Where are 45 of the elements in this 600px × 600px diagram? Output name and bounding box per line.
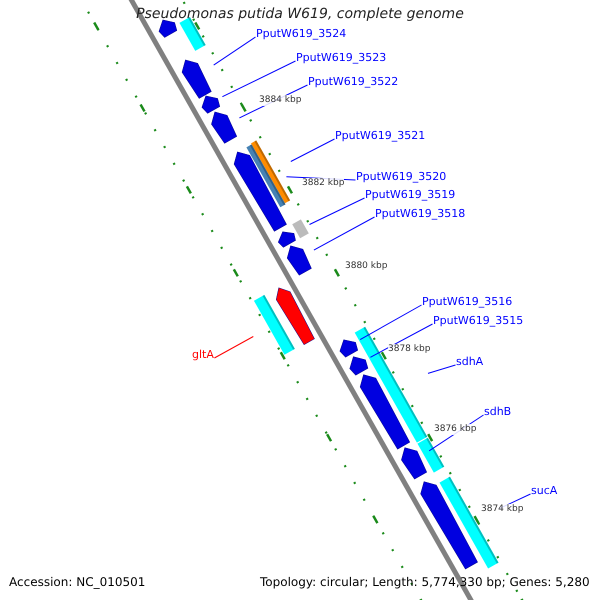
leader-line: [428, 364, 456, 374]
gene-label: PputW619_3520: [356, 170, 446, 183]
gene-block: [401, 447, 427, 480]
gene-label: PputW619_3521: [335, 129, 426, 142]
gene-label: sdhA: [456, 355, 484, 368]
gene-block: [158, 20, 178, 38]
gene-block: [278, 232, 296, 248]
gene-block: [276, 288, 315, 345]
position-label: 3882 kbp: [302, 178, 344, 189]
leader-line: [360, 304, 422, 340]
position-label: 3884 kbp: [259, 95, 302, 106]
gene-label: sucA: [531, 484, 558, 497]
leader-line: [370, 324, 433, 358]
gene-label: sdhB: [484, 405, 512, 418]
position-label: 3880 kbp: [345, 261, 388, 272]
genome-info-text: Topology: circular; Length: 5,774,330 bp; Genes: 5,280: [260, 575, 590, 589]
feature-bar: [417, 438, 444, 473]
leader-line: [222, 60, 296, 98]
gene-label: PputW619_3524: [256, 27, 346, 40]
leader-line: [214, 336, 254, 358]
gene-label: PputW619_3518: [375, 207, 466, 220]
gene-label: PputW619_3522: [308, 75, 398, 88]
gene-block: [340, 339, 358, 358]
gene-block: [350, 356, 368, 376]
leader-line: [290, 138, 335, 162]
position-label: 3878 kbp: [388, 344, 430, 355]
leader-line: [213, 36, 256, 66]
gene-block: [211, 112, 238, 144]
gene-block: [286, 246, 312, 276]
gene-label: PputW619_3523: [296, 51, 386, 64]
gene-block: [420, 481, 478, 570]
gene-label: PputW619_3519: [365, 188, 456, 201]
gene-label: PputW619_3516: [422, 295, 512, 308]
gene-label: PputW619_3515: [433, 314, 524, 327]
gene-label: gltA: [192, 348, 214, 361]
position-label: 3874 kbp: [481, 504, 524, 515]
genome-info-text: Accession: NC_010501: [9, 575, 146, 589]
leader-line: [309, 198, 365, 225]
gene-block: [182, 60, 212, 99]
feature-block: [292, 219, 309, 238]
position-label: 3876 kbp: [434, 424, 476, 435]
gene-block: [202, 96, 220, 114]
leader-line: [313, 216, 375, 251]
gene-block: [234, 152, 287, 232]
gene-block: [360, 374, 410, 450]
